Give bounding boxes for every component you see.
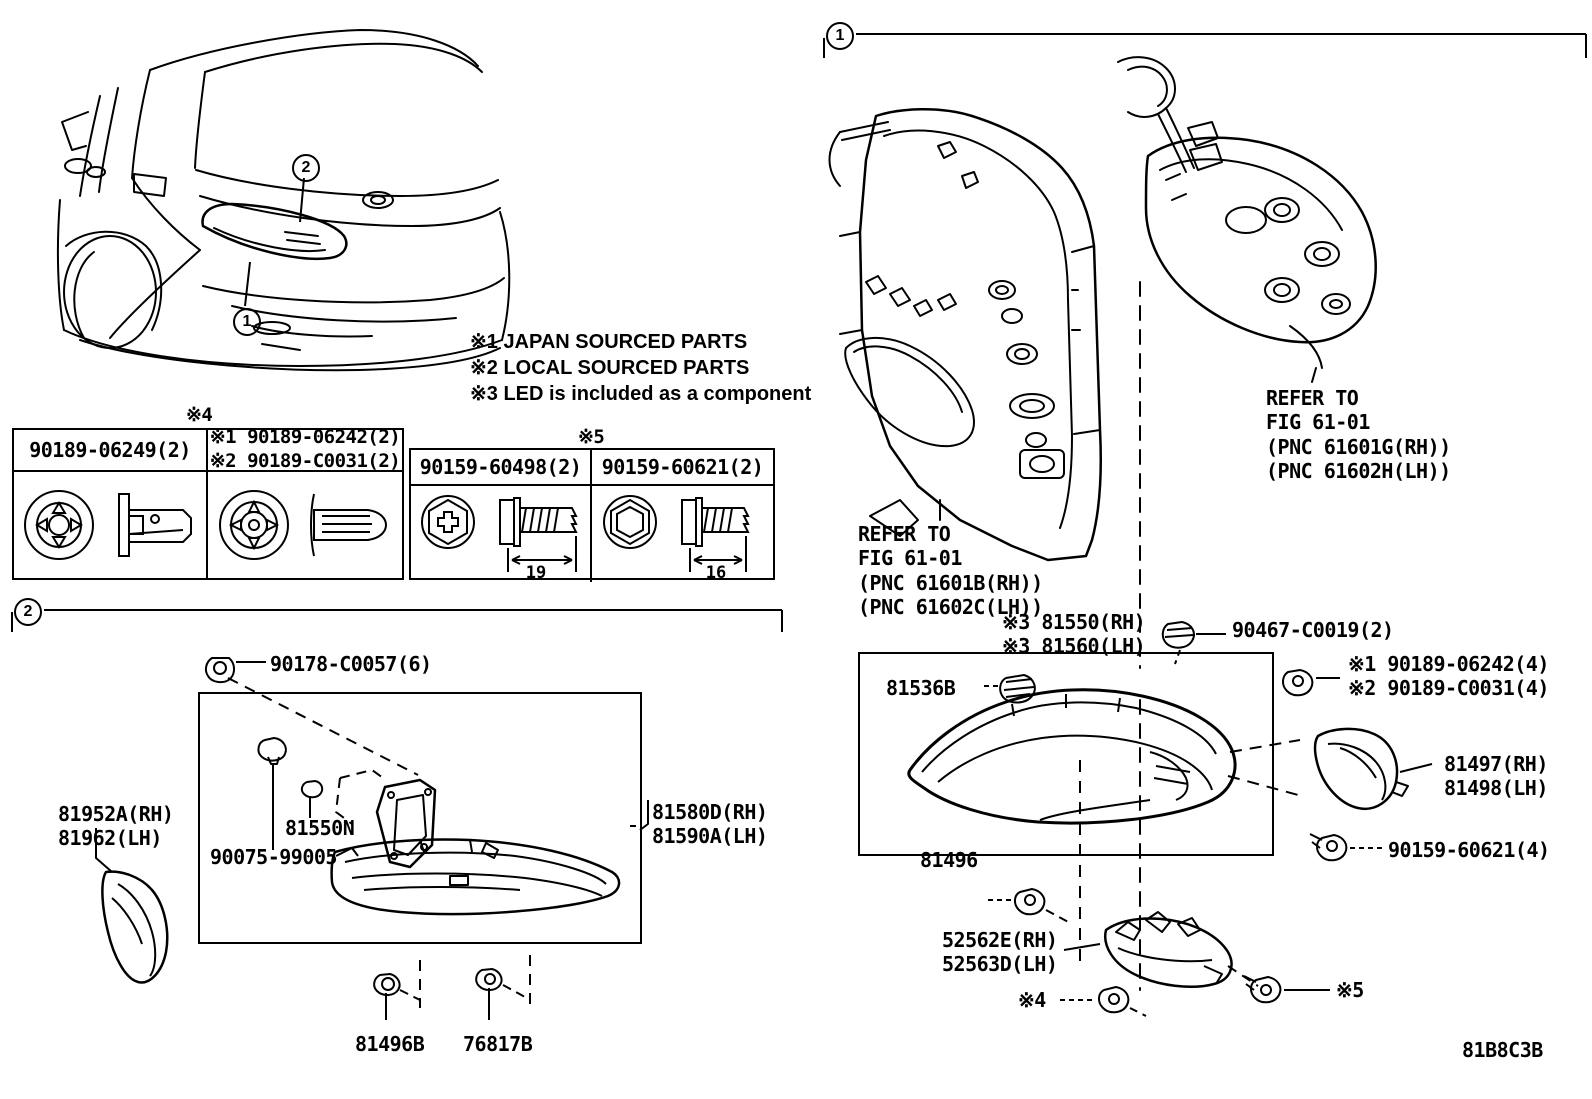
fastener-right-col1-header: 90159-60498(2) (411, 450, 592, 486)
label-90189-set: ※1 90189-06242(4) ※2 90189-C0031(4) (1348, 652, 1549, 701)
label-ref-star-5: ※5 (1336, 978, 1364, 1002)
grommet-clip-icon (24, 490, 192, 560)
label-90178-C0057: 90178-C0057(6) (270, 652, 432, 676)
lamp-assembly-frame (858, 652, 1274, 856)
refer-to-body-panel: REFER TO FIG 61-01 (PNC 61601B(RH)) (PNC… (858, 522, 1043, 620)
panel-2-callout: 2 (14, 598, 42, 626)
note-line-3: ※3 LED is included as a component (470, 383, 812, 405)
callout-marker-1: 1 (233, 308, 261, 336)
label-ref-star-4: ※4 (1018, 988, 1046, 1012)
fastener-left-col1-image (14, 472, 208, 578)
panel-2-inner-frame (198, 692, 642, 944)
figure-code: 81B8C3B (1462, 1038, 1543, 1062)
callout-marker-2: 2 (292, 154, 320, 182)
fastener-table-left: 90189-06249(2) ※1 90189-06242(2) ※2 9018… (12, 426, 404, 580)
fastener-right-col2-header: 90159-60621(2) (592, 450, 773, 486)
label-90159-60621: 90159-60621(4) (1388, 838, 1550, 862)
screw-length-right: 16 (705, 563, 725, 583)
fastener-left-col2-image (208, 472, 402, 578)
label-81536B: 81536B (886, 676, 956, 700)
fastener-left-col1-header: 90189-06249(2) (14, 430, 208, 472)
screw-length-left: 19 (525, 563, 545, 583)
label-81550-81560: ※3 81550(RH) ※3 81560(LH) (1002, 610, 1146, 659)
push-rivet-clip-icon (219, 490, 388, 560)
hex-screw-icon: 16 (602, 495, 750, 583)
label-81580D-81590A: 81580D(RH) 81590A(LH) (652, 800, 768, 849)
label-81497-81498: 81497(RH) 81498(LH) (1444, 752, 1548, 801)
label-81496: 81496 (920, 848, 978, 872)
fastener-table-right: 90159-60498(2) 90159-60621(2) 19 (409, 448, 775, 583)
note-line-2: ※2 LOCAL SOURCED PARTS (470, 357, 750, 379)
fastener-table-right-caption: ※5 (578, 426, 605, 448)
label-81550N: 81550N (285, 816, 355, 840)
label-81496B: 81496B (355, 1032, 425, 1056)
fastener-right-col2-image: 16 (592, 486, 773, 583)
label-52562E-52563D: 52562E(RH) 52563D(LH) (942, 928, 1058, 977)
fastener-table-left-caption: ※4 (186, 404, 213, 426)
fastener-right-col1-image: 19 (411, 486, 592, 583)
refer-to-quarter-panel: REFER TO FIG 61-01 (PNC 61601G(RH)) (PNC… (1266, 386, 1451, 484)
panel-1-callout: 1 (826, 22, 854, 50)
fastener-left-col2-header: ※1 90189-06242(2) ※2 90189-C0031(2) (208, 426, 402, 472)
label-81952A-81962: 81952A(RH) 81962(LH) (58, 802, 174, 851)
label-90075-99005: 90075-99005 (210, 845, 337, 869)
label-76817B: 76817B (463, 1032, 533, 1056)
phillips-hex-screw-icon: 19 (420, 495, 578, 583)
note-line-1: ※1 JAPAN SOURCED PARTS (470, 331, 748, 353)
label-90467-C0019: 90467-C0019(2) (1232, 618, 1394, 642)
